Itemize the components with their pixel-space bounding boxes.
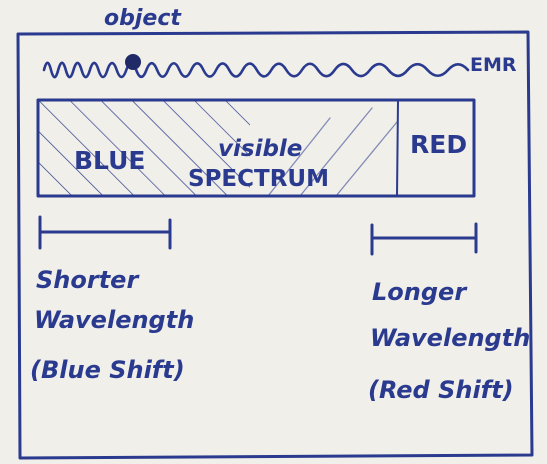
shorter-line2: Wavelength <box>34 306 195 334</box>
shorter-line1: Shorter <box>36 266 139 294</box>
red-divider <box>396 100 399 197</box>
longer-line2: Wavelength <box>370 324 531 352</box>
object-dot <box>125 54 141 70</box>
longer-line3: (Red Shift) <box>368 376 514 404</box>
dense-hatching <box>38 100 250 196</box>
visible-label: visible <box>218 136 303 162</box>
shorter-line3: (Blue Shift) <box>30 356 185 384</box>
spectrum-label: SPECTRUM <box>188 166 329 192</box>
red-label: RED <box>410 130 468 159</box>
emr-label: EMR <box>470 54 517 76</box>
object-label: object <box>104 6 181 31</box>
shorter-wavelength-bracket <box>38 215 172 250</box>
outer-frame <box>16 30 534 460</box>
sparse-hatching <box>267 107 397 196</box>
emr-wave <box>42 61 470 79</box>
longer-line1: Longer <box>372 278 467 306</box>
blue-label: BLUE <box>74 146 146 175</box>
longer-wavelength-bracket <box>370 222 478 256</box>
